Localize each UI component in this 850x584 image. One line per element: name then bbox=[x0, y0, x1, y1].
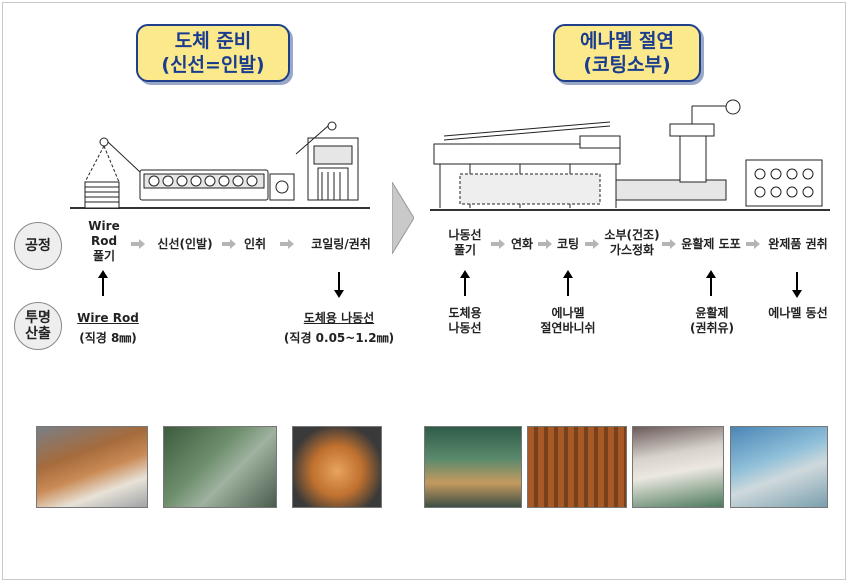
step-arrow-icon bbox=[662, 239, 676, 249]
input-bare-copper-wire-line1: 도체용 bbox=[448, 306, 482, 320]
step-arrow-icon bbox=[746, 239, 760, 249]
output-bare-copper-wire-spec: (직경 0.05~1.2㎜) bbox=[283, 331, 395, 345]
input-output-row-label-line1: 투명 bbox=[25, 310, 51, 326]
input-lubricant: 윤활제 (권취유) bbox=[682, 306, 742, 336]
wire-drawing-machinery-illustration bbox=[70, 121, 370, 209]
step-baking-line1: 소부(건조) bbox=[604, 228, 660, 242]
step-winding: 완제품 권취 bbox=[768, 237, 828, 251]
section-title-conductor-prep-line2: (신선=인발) bbox=[161, 54, 265, 76]
step-takeup: 인취 bbox=[243, 237, 267, 251]
step-drawing: 신선(인발) bbox=[157, 237, 213, 251]
input-enamel-varnish-line1: 에나멜 bbox=[551, 306, 585, 320]
input-lubricant-line2: (권취유) bbox=[689, 321, 735, 335]
step-wire-rod-payoff-line1: Wire bbox=[88, 219, 120, 233]
output-enamel-copper-wire: 에나멜 동선 bbox=[768, 306, 828, 320]
stage-transition-arrow-icon bbox=[392, 182, 414, 254]
output-down-arrow-icon bbox=[334, 272, 344, 298]
step-wire-rod-payoff-line2: Rod bbox=[90, 234, 118, 248]
photo-wire-rod-coil bbox=[36, 426, 148, 508]
input-enamel-varnish-line2: 절연바니쉬 bbox=[540, 321, 596, 335]
input-up-arrow-icon bbox=[98, 270, 108, 296]
input-up-arrow-icon bbox=[706, 270, 716, 296]
section-title-enamel-insulation-line2: (코팅소부) bbox=[583, 54, 671, 76]
section-title-enamel-insulation-line1: 에나멜 절연 bbox=[579, 30, 674, 52]
process-row-label-text: 공정 bbox=[25, 238, 51, 254]
step-arrow-icon bbox=[131, 239, 145, 249]
input-up-arrow-icon bbox=[460, 270, 470, 296]
step-coating: 코팅 bbox=[556, 237, 580, 251]
step-annealing: 연화 bbox=[510, 237, 534, 251]
step-arrow-icon bbox=[585, 239, 599, 249]
photo-copper-spool bbox=[292, 426, 382, 508]
input-wire-rod-spec: (직경 8㎜) bbox=[79, 331, 137, 345]
photo-coating-dies bbox=[527, 426, 627, 508]
step-wire-rod-payoff: Wire Rod 풀기 bbox=[84, 219, 124, 264]
output-bare-copper-wire: 도체용 나동선 bbox=[303, 311, 375, 325]
step-arrow-icon bbox=[280, 239, 294, 249]
step-arrow-icon bbox=[491, 239, 505, 249]
section-title-enamel-insulation: 에나멜 절연 (코팅소부) bbox=[553, 24, 701, 82]
photo-drawing-machine bbox=[163, 426, 277, 508]
input-enamel-varnish: 에나멜 절연바니쉬 bbox=[532, 306, 604, 336]
input-up-arrow-icon bbox=[563, 270, 573, 296]
photo-winding-line bbox=[730, 426, 828, 508]
input-bare-copper-wire: 도체용 나동선 bbox=[440, 306, 490, 336]
step-baking: 소부(건조) 가스정화 bbox=[600, 228, 664, 258]
step-baking-line2: 가스정화 bbox=[609, 243, 655, 257]
input-lubricant-line1: 윤활제 bbox=[695, 306, 729, 320]
photo-baking-oven bbox=[632, 426, 724, 508]
input-output-row-label: 투명 산출 bbox=[14, 302, 62, 350]
step-lubricant: 윤활제 도포 bbox=[681, 237, 741, 251]
step-bare-wire-payoff-line2: 풀기 bbox=[453, 243, 477, 257]
step-wire-rod-payoff-line3: 풀기 bbox=[92, 249, 116, 263]
step-bare-wire-payoff: 나동선 풀기 bbox=[440, 228, 490, 258]
step-arrow-icon bbox=[222, 239, 236, 249]
input-output-row-label-line2: 산출 bbox=[25, 326, 51, 342]
section-title-conductor-prep: 도체 준비 (신선=인발) bbox=[136, 24, 290, 82]
process-row-label: 공정 bbox=[14, 222, 62, 270]
section-title-conductor-prep-line1: 도체 준비 bbox=[174, 30, 252, 52]
input-wire-rod: Wire Rod bbox=[77, 311, 139, 325]
step-coiling: 코일링/권취 bbox=[311, 237, 371, 251]
photo-enamel-payoff bbox=[424, 426, 522, 508]
step-arrow-icon bbox=[538, 239, 552, 249]
input-bare-copper-wire-line2: 나동선 bbox=[448, 321, 482, 335]
step-bare-wire-payoff-line1: 나동선 bbox=[448, 228, 482, 242]
enamelling-machinery-illustration bbox=[430, 99, 830, 211]
output-down-arrow-icon bbox=[792, 272, 802, 298]
